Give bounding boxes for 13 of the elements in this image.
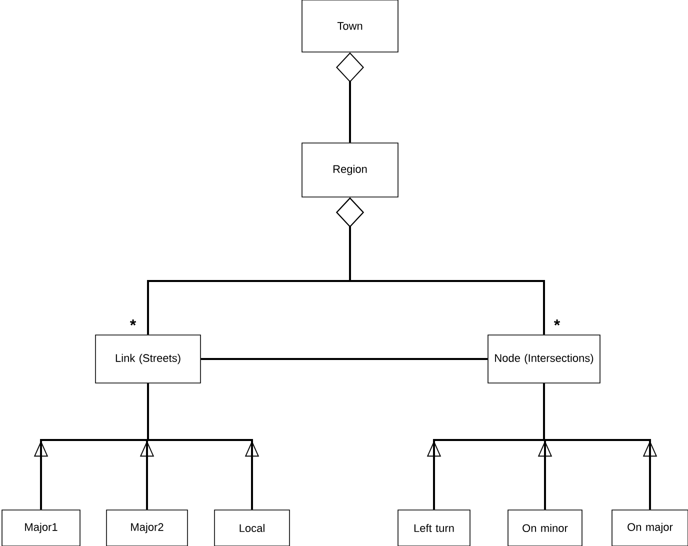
class-box: Town	[302, 0, 398, 52]
class-box: Major1	[2, 510, 80, 546]
class-box: Region	[302, 142, 398, 198]
class-box: Left turn	[398, 510, 470, 546]
multiplicity-label: *	[130, 320, 136, 326]
class-box: On major	[612, 510, 688, 546]
class-box: Link (Streets)	[95, 334, 201, 384]
class-box: Local	[214, 510, 290, 546]
connector	[200, 358, 488, 360]
class-box: Major2	[106, 510, 188, 546]
multiplicity-label: *	[554, 320, 560, 326]
class-box: Node (Intersections)	[488, 334, 600, 384]
class-box: On minor	[508, 510, 582, 546]
